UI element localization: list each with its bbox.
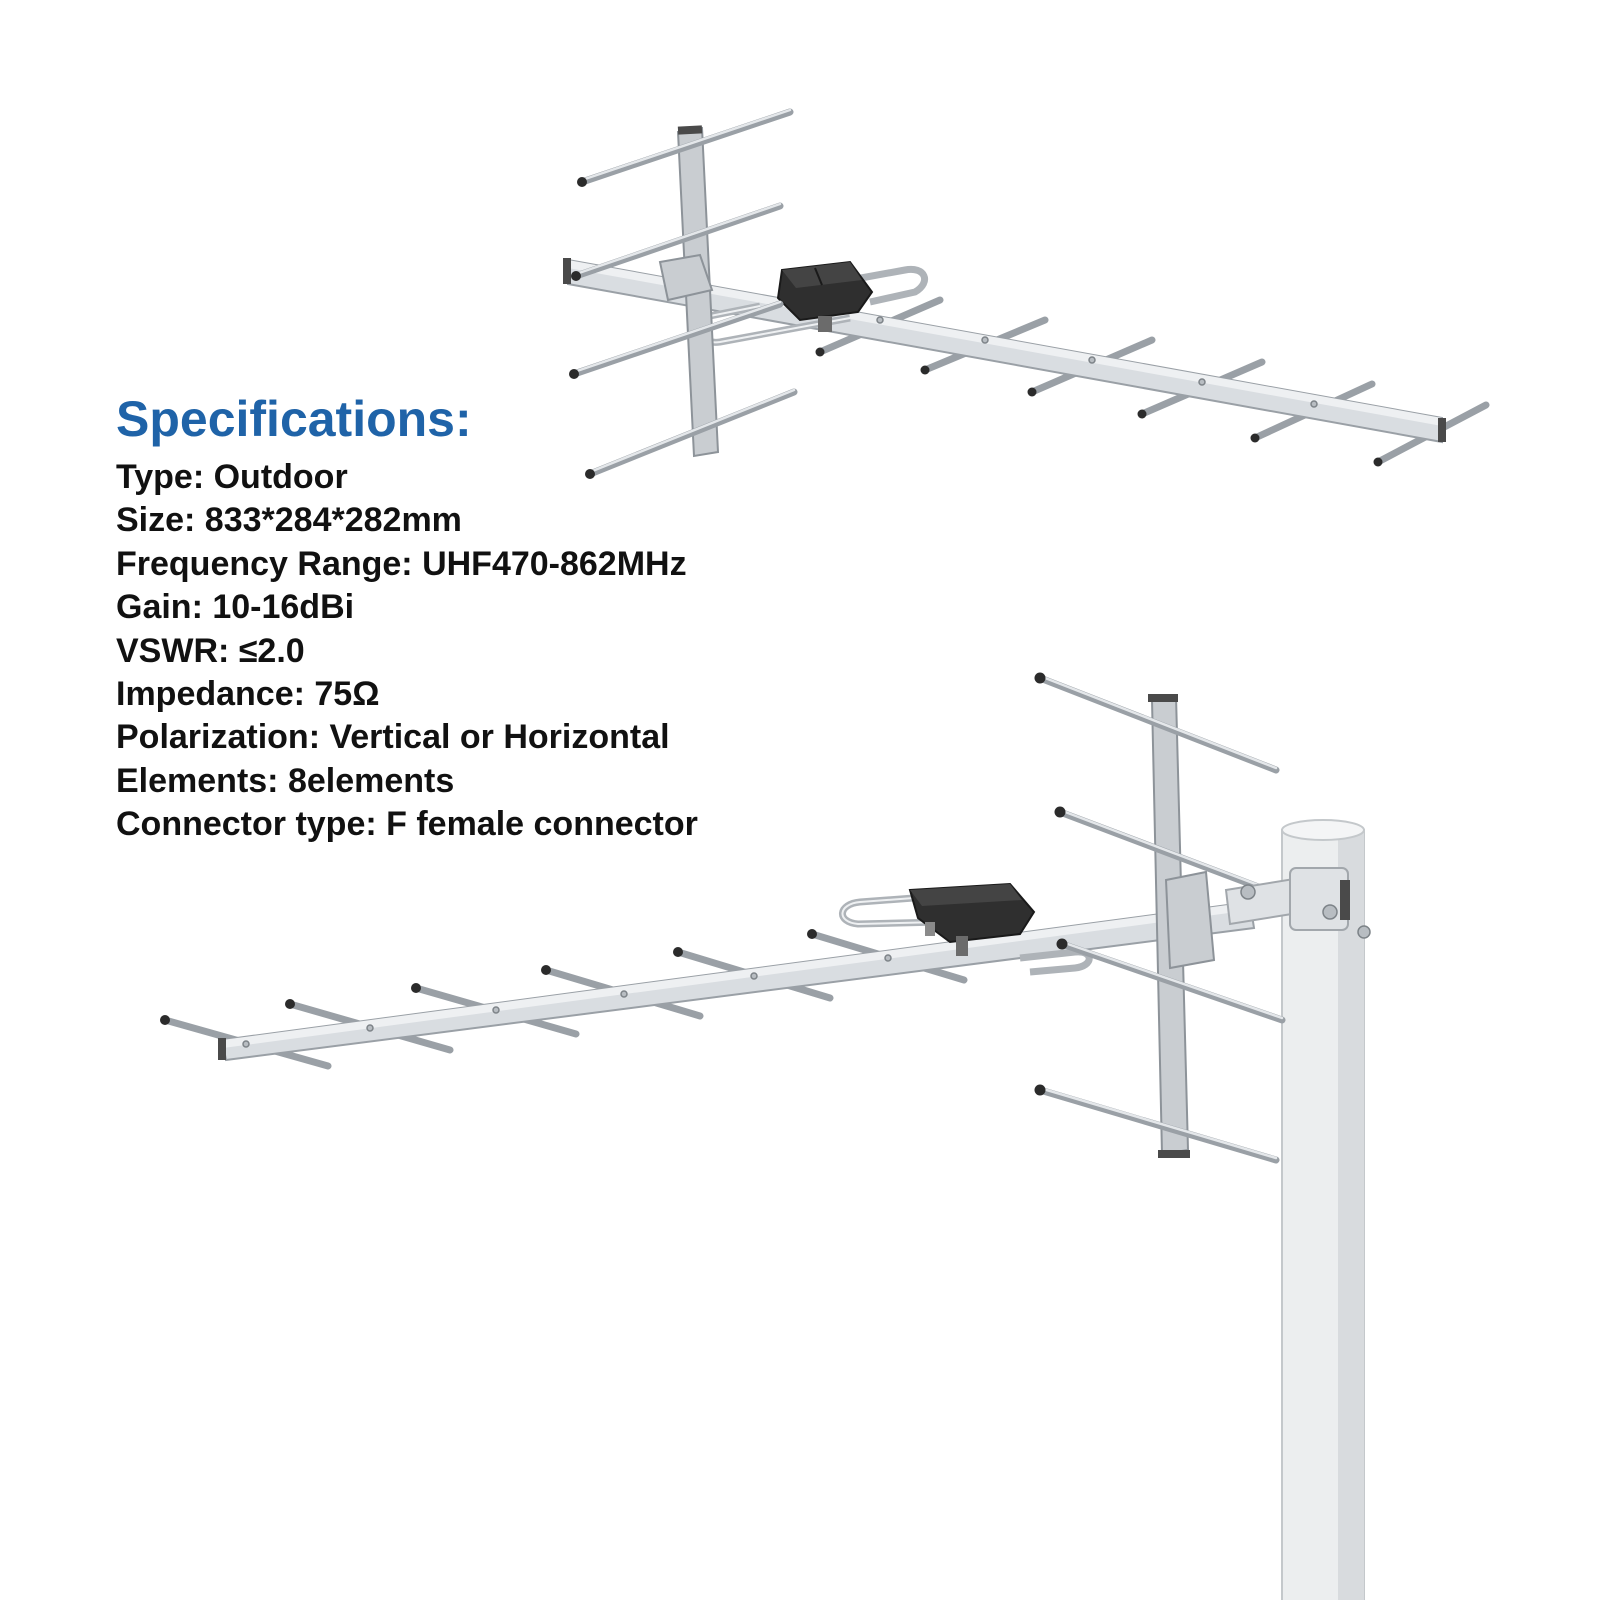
- spec-polarization: Polarization: Vertical or Horizontal: [116, 718, 670, 757]
- spec-vswr: VSWR: ≤2.0: [116, 631, 305, 670]
- spec-impedance: Impedance: 75Ω: [116, 675, 380, 714]
- spec-gain: Gain: 10-16dBi: [116, 588, 355, 627]
- bottom-connector-box: [908, 882, 1036, 956]
- top-reflector-rods: [569, 108, 798, 479]
- top-antenna-image: [563, 108, 1490, 479]
- spec-frequency-range: Frequency Range: UHF470-862MHz: [116, 544, 687, 583]
- specifications-title: Specifications:: [116, 391, 472, 447]
- mounting-pole: [1281, 819, 1365, 1600]
- spec-elements: Elements: 8elements: [116, 761, 455, 800]
- spec-type: Type: Outdoor: [116, 458, 348, 496]
- spec-size: Size: 833*284*282mm: [116, 501, 462, 540]
- pole-clamp: [1224, 867, 1371, 939]
- bottom-reflector-rods: [1034, 672, 1286, 1164]
- specifications-panel: Specifications: Type: Outdoor Size: 833*…: [116, 392, 756, 847]
- bottom-antenna-image: [160, 672, 1371, 1164]
- spec-connector-type: Connector type: F female connector: [116, 805, 698, 844]
- top-connector-box: [776, 260, 874, 332]
- spec-list: Type: Outdoor Size: 833*284*282mm Freque…: [116, 456, 756, 847]
